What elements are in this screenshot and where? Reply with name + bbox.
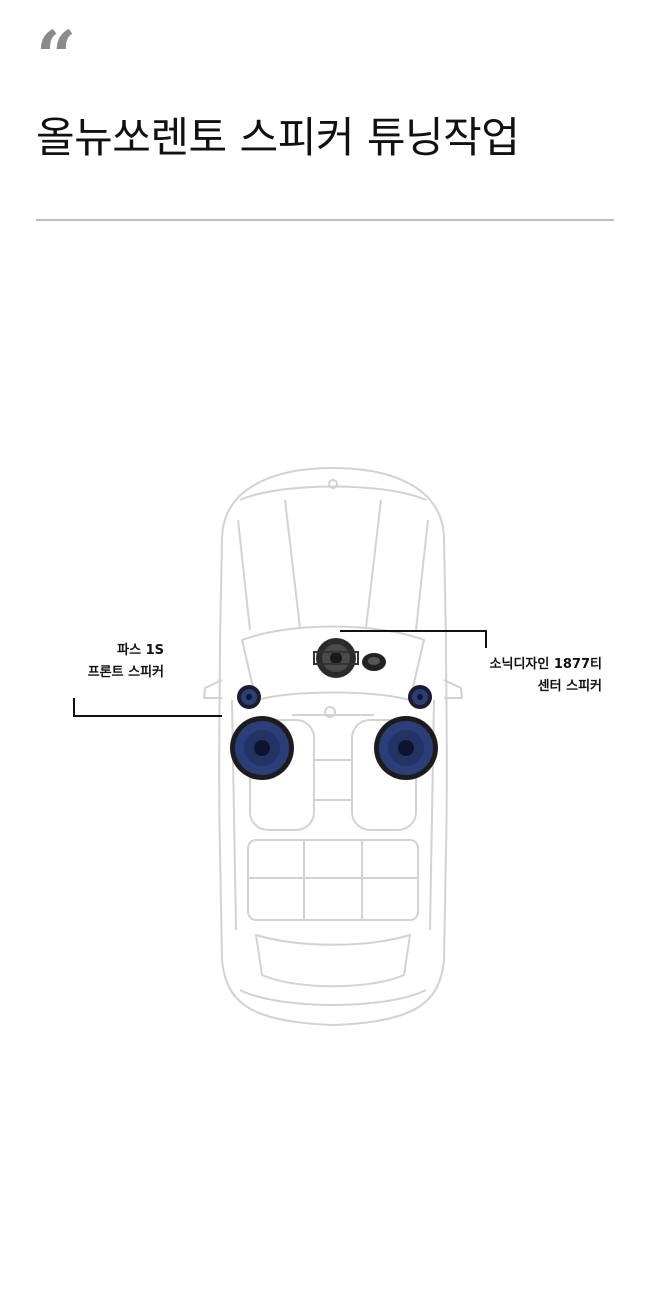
center-speaker-label: 소닉디자인 1877티 센터 스피커 [450,654,602,698]
left-woofer [230,716,294,780]
front-speaker-label-line1: 파스 1S [117,643,164,658]
car-speaker-diagram [73,467,487,1026]
right-leader-line [340,630,487,648]
title-divider [36,219,614,221]
center-speaker [313,638,359,678]
right-tweeter [408,685,432,709]
front-speaker-label-line2: 프론트 스피커 [87,665,164,680]
left-tweeter [237,685,261,709]
car-outline [203,467,463,1026]
center-speaker-label-line2: 센터 스피커 [537,679,602,694]
center-speaker-label-line1: 소닉디자인 1877티 [489,657,602,672]
front-speaker-label: 파스 1S 프론트 스피커 [60,640,164,684]
page-title: 올뉴쏘렌토 스피커 튜닝작업 [36,113,520,162]
left-leader-line [73,698,222,717]
quote-mark-icon: “ [36,15,77,98]
center-tweeter [362,653,386,671]
right-woofer [374,716,438,780]
